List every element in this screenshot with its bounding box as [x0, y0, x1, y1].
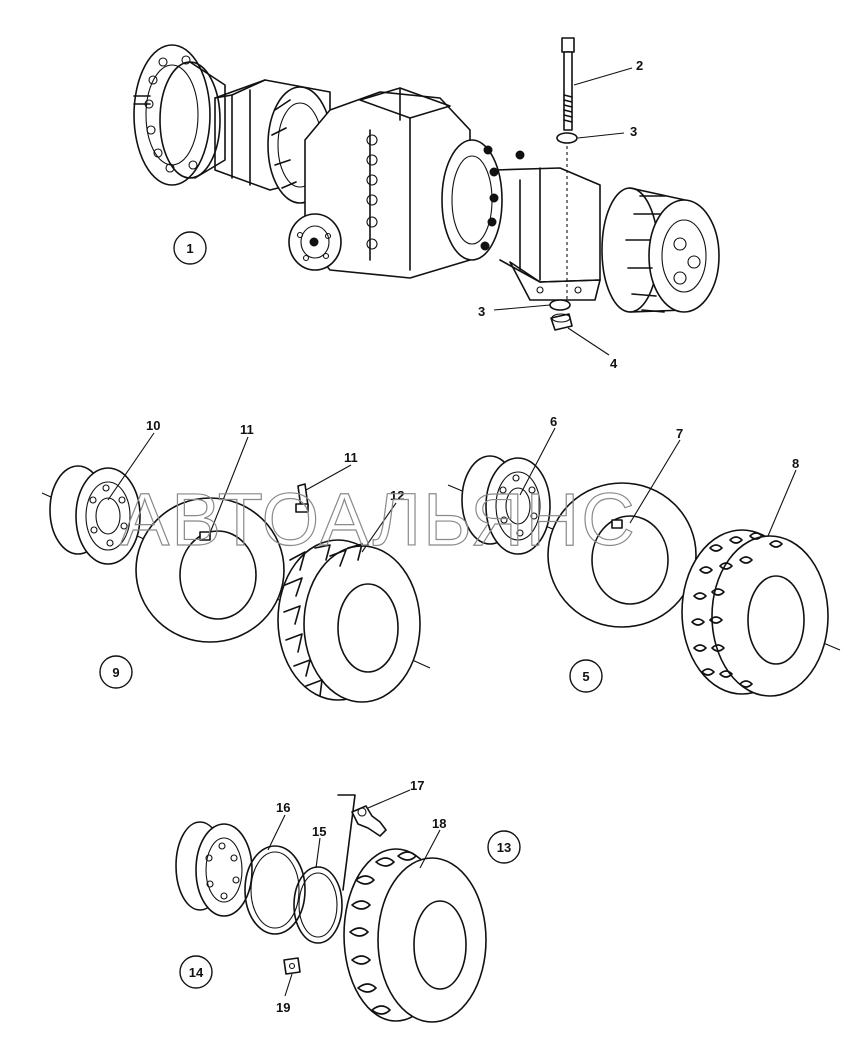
svg-text:5: 5 — [582, 669, 589, 684]
assembly-label-13: 13 — [487, 830, 521, 864]
assembly-label-1: 1 — [173, 231, 207, 265]
tyre-12 — [277, 539, 421, 703]
wheel-set-5 — [447, 455, 841, 697]
wheel-set-13 — [175, 794, 487, 1023]
label-8: 8 — [792, 456, 799, 471]
watermark: АВТОАЛЬЯНС — [120, 478, 637, 561]
ring-15 — [293, 866, 343, 944]
leader-lines — [107, 67, 797, 997]
label-12: 12 — [390, 488, 404, 503]
label-18: 18 — [432, 816, 446, 831]
tyre-8 — [681, 529, 829, 697]
valve-11 — [295, 483, 309, 513]
left-hub-flange — [133, 44, 226, 186]
assembly-label-14: 14 — [179, 955, 213, 989]
rim-10 — [49, 465, 141, 565]
tube-7 — [547, 482, 697, 628]
label-4: 4 — [610, 356, 618, 371]
tube-11 — [135, 497, 285, 643]
axle-assembly — [133, 44, 720, 313]
label-7: 7 — [676, 426, 683, 441]
wheel-set-9 — [41, 465, 431, 703]
svg-text:13: 13 — [497, 840, 511, 855]
label-10: 10 — [146, 418, 160, 433]
label-11-tube: 11 — [240, 422, 254, 437]
nut-4 — [550, 313, 573, 331]
patch-19 — [283, 957, 301, 975]
rim-6 — [461, 455, 551, 555]
label-17: 17 — [410, 778, 424, 793]
valve-17 — [337, 794, 387, 891]
svg-text:1: 1 — [186, 241, 193, 256]
label-11-valve: 11 — [344, 450, 358, 465]
washer-3-bottom — [549, 299, 571, 311]
assembly-label-5: 5 — [569, 659, 603, 693]
washer-3-top — [556, 132, 578, 144]
rim-14 — [175, 821, 253, 917]
label-2: 2 — [636, 58, 643, 73]
part-number-labels: 2 3 3 4 10 11 11 12 6 7 8 16 15 17 18 19 — [146, 58, 799, 1015]
label-16: 16 — [276, 800, 290, 815]
label-15: 15 — [312, 824, 326, 839]
svg-text:9: 9 — [112, 665, 119, 680]
svg-text:14: 14 — [189, 965, 204, 980]
assembly-label-9: 9 — [99, 655, 133, 689]
label-6: 6 — [550, 414, 557, 429]
label-19: 19 — [276, 1000, 290, 1015]
ring-16 — [244, 845, 306, 935]
bolt-2 — [561, 37, 575, 131]
tyre-18 — [343, 848, 487, 1023]
label-3-bottom: 3 — [478, 304, 485, 319]
label-3-top: 3 — [630, 124, 637, 139]
